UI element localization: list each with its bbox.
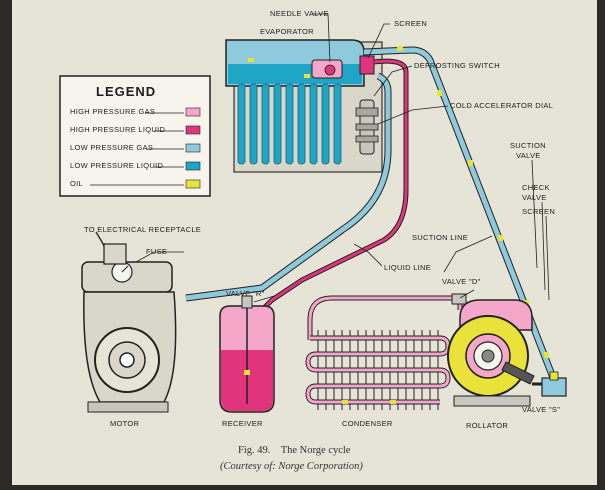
legend-title: LEGEND [96,84,156,99]
label-screen-right: SCREEN [522,207,555,216]
legend-item: HIGH PRESSURE LIQUID [70,125,201,135]
legend-item: LOW PRESSURE LIQUID [70,161,201,171]
diagram-page: LEGEND HIGH PRESSURE GAS HIGH PRESSURE L… [12,0,597,485]
cold-accelerator-dial [355,99,379,155]
norge-cycle-diagram: LEGEND HIGH PRESSURE GAS HIGH PRESSURE L… [59,9,567,472]
legend-item-label: OIL [70,179,83,188]
legend-swatch [185,125,201,135]
label-check-valve-2: VALVE [522,193,547,202]
legend-item-label: LOW PRESSURE LIQUID [70,161,164,170]
label-motor: MOTOR [110,419,140,428]
label-defrosting-switch: DEFROSTING SWITCH [414,61,500,70]
leader-lines [135,13,550,303]
legend-item: HIGH PRESSURE GAS [70,107,201,117]
needle-valve [311,59,343,79]
label-fuse: FUSE [146,247,167,256]
legend-item: LOW PRESSURE GAS [70,143,201,153]
label-screen-top: SCREEN [394,19,427,28]
legend-swatch [185,143,201,153]
legend-item-label: LOW PRESSURE GAS [70,143,153,152]
label-needle-valve: NEEDLE VALVE [270,9,329,18]
legend: LEGEND HIGH PRESSURE GAS HIGH PRESSURE L… [59,75,211,197]
label-condenser: CONDENSER [342,419,393,428]
screen-top [359,55,375,75]
legend-swatch [185,107,201,117]
liquid-line-pipe [258,58,409,314]
suction-line-pipe [185,46,561,390]
legend-item-label: HIGH PRESSURE LIQUID [70,125,165,134]
figure-caption: Fig. 49. The Norge cycle [238,445,351,456]
label-evaporator: EVAPORATOR [260,27,314,36]
legend-item: OIL [70,179,201,189]
label-suction-line: SUCTION LINE [412,233,468,242]
label-suction-valve-1: SUCTION [510,141,546,150]
figure-credit: (Courtesy of: Norge Corporation) [220,461,363,472]
label-suction-valve-2: VALVE [516,151,541,160]
label-valve-d: VALVE "D" [442,277,481,286]
label-receiver: RECEIVER [222,419,263,428]
motor [81,243,177,413]
receiver [219,295,275,413]
rollator [447,293,535,407]
evaporator [225,39,383,173]
discharge-pipe [307,295,463,340]
label-electrical-receptacle: TO ELECTRICAL RECEPTACLE [84,225,201,234]
legend-swatch [185,161,201,171]
condenser [305,330,451,410]
legend-swatch [185,179,201,189]
label-cold-accelerator-dial: COLD ACCELERATOR DIAL [450,101,553,110]
label-valve-r: VALVE "R" [226,289,265,298]
legend-item-label: HIGH PRESSURE GAS [70,107,155,116]
label-valve-s: VALVE "S" [522,405,560,414]
label-rollator: ROLLATOR [466,421,508,430]
label-liquid-line: LIQUID LINE [384,263,431,272]
label-check-valve-1: CHECK [522,183,550,192]
valve-s [532,371,567,397]
